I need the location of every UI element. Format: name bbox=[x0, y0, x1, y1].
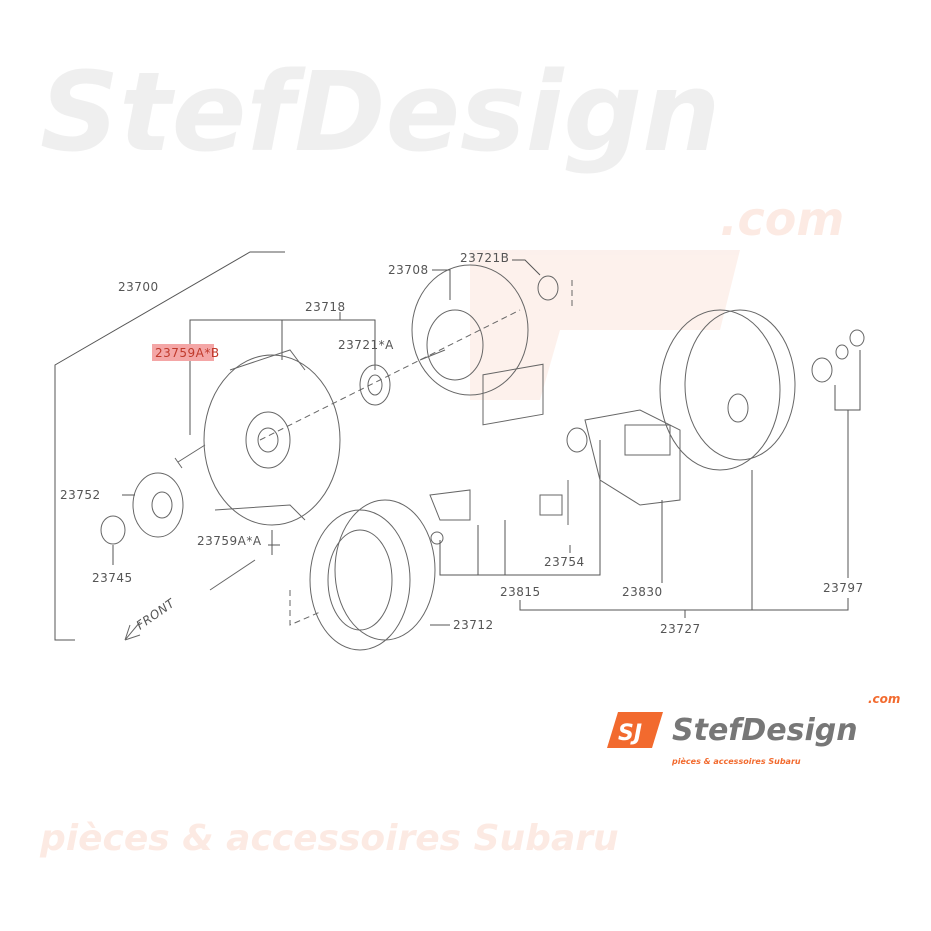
label-23759A-B[interactable]: 23759A*B bbox=[155, 346, 220, 360]
watermark: StefDesign .com pièces & accessoires Sub… bbox=[39, 48, 844, 859]
logo-domain: .com bbox=[868, 692, 900, 706]
label-23830[interactable]: 23830 bbox=[622, 585, 663, 599]
front-housing-part bbox=[203, 349, 341, 526]
bolt-b-part bbox=[174, 444, 206, 469]
axis-line bbox=[259, 309, 521, 441]
leader-23727 bbox=[519, 470, 849, 618]
front-arrow-icon bbox=[124, 621, 141, 641]
label-23718[interactable]: 23718 bbox=[305, 300, 346, 314]
label-23727[interactable]: 23727 bbox=[660, 622, 701, 636]
pulley-part bbox=[132, 472, 184, 538]
bolt-a-part bbox=[209, 559, 256, 591]
rear-housing-part bbox=[659, 309, 796, 471]
watermark-sj-logo bbox=[470, 250, 740, 400]
bearing-b-part bbox=[537, 275, 559, 301]
label-23712[interactable]: 23712 bbox=[453, 618, 494, 632]
assembly-leader bbox=[54, 251, 285, 641]
stefdesign-logo: SJ StefDesign .com pièces & accessoires … bbox=[607, 692, 900, 766]
watermark-brand: StefDesign bbox=[40, 48, 720, 176]
logo-sj-mark: SJ bbox=[618, 721, 642, 746]
front-label: FRONT bbox=[134, 595, 179, 632]
label-23700[interactable]: 23700 bbox=[118, 280, 159, 294]
label-23797[interactable]: 23797 bbox=[823, 581, 864, 595]
label-23721-A[interactable]: 23721*A bbox=[338, 338, 394, 352]
watermark-tagline: pièces & accessoires Subaru bbox=[39, 818, 619, 859]
stator-dash bbox=[289, 590, 321, 626]
label-highlight bbox=[152, 344, 214, 361]
label-23759A-A[interactable]: 23759A*A bbox=[197, 534, 262, 548]
leader-23815 bbox=[439, 440, 601, 576]
leader-23797 bbox=[834, 350, 861, 578]
nut-part bbox=[100, 515, 126, 545]
label-23815[interactable]: 23815 bbox=[500, 585, 541, 599]
bearing-a-part bbox=[359, 364, 391, 406]
logo-brand: StefDesign bbox=[672, 713, 858, 748]
regulator-part bbox=[584, 409, 681, 506]
leader-23759A-A bbox=[268, 530, 280, 555]
label-23721B[interactable]: 23721B bbox=[460, 251, 509, 265]
leader-23718 bbox=[189, 312, 376, 435]
label-23752[interactable]: 23752 bbox=[60, 488, 101, 502]
terminal-part bbox=[811, 329, 865, 383]
stator-part bbox=[309, 499, 436, 651]
label-23754[interactable]: 23754 bbox=[544, 555, 585, 569]
rotor-part bbox=[411, 264, 529, 396]
brush-holder-part bbox=[429, 363, 588, 545]
logo-sj-badge bbox=[607, 712, 663, 748]
label-23708[interactable]: 23708 bbox=[388, 263, 429, 277]
logo-tagline: pièces & accessoires Subaru bbox=[671, 756, 801, 766]
label-23745[interactable]: 23745 bbox=[92, 571, 133, 585]
watermark-domain: .com bbox=[720, 192, 844, 246]
leader-23708 bbox=[432, 259, 541, 300]
